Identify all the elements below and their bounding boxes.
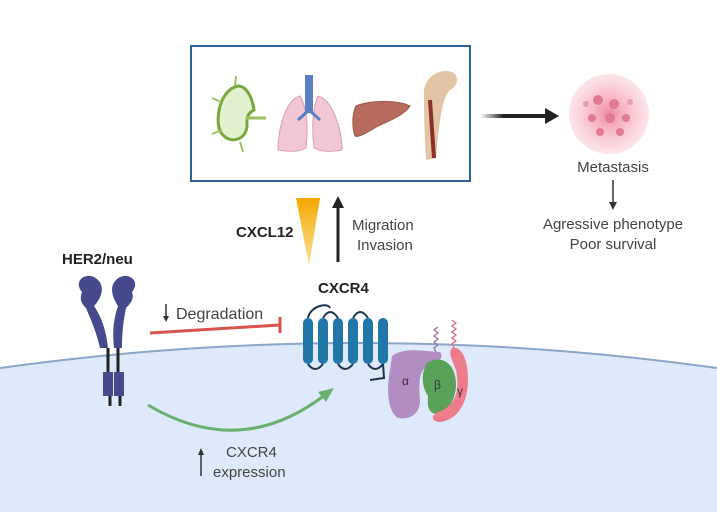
poor-survival-label: Poor survival (569, 236, 657, 253)
lymph-node-icon (211, 75, 266, 153)
aggressive-phenotype-label: Agressive phenotype (542, 216, 684, 233)
g-beta-label: β (434, 378, 441, 392)
cell-body (0, 343, 717, 512)
tumor-icon (569, 74, 649, 154)
cell-membrane (0, 342, 717, 369)
metastasis-label: Metastasis (577, 159, 649, 176)
lungs-icon (277, 75, 343, 152)
invasion-label: Invasion (357, 237, 413, 254)
bone-icon (424, 70, 458, 160)
g-alpha-subunit (388, 350, 442, 419)
degradation-label: Degradation (176, 306, 264, 323)
metastasis-arrow-shaft (480, 114, 548, 118)
degradation-inhibit-line (149, 323, 281, 335)
liver-icon (352, 101, 411, 137)
lipid-anchor-alpha (432, 326, 440, 353)
her2-label: HER2/neu (62, 251, 133, 268)
g-gamma-subunit (432, 347, 468, 422)
cxcl12-label: CXCL12 (236, 224, 294, 241)
g-gamma-label: γ (457, 384, 463, 398)
g-alpha-label: α (402, 374, 409, 388)
g-beta-subunit (422, 359, 456, 414)
migration-label: Migration (352, 217, 414, 234)
cxcr4-label: CXCR4 (318, 280, 369, 297)
cxcr4-expression-label-1: CXCR4 (226, 444, 277, 461)
lipid-anchor-gamma (450, 319, 458, 349)
cxcr4-expression-label-2: expression (213, 464, 286, 481)
her2-receptor-icon (78, 275, 136, 406)
cxcl12-gradient-icon (296, 198, 320, 266)
expression-activation-arrow (147, 393, 326, 432)
cxcr4-receptor-icon (303, 304, 388, 381)
metastasis-arrow-head (545, 108, 559, 124)
